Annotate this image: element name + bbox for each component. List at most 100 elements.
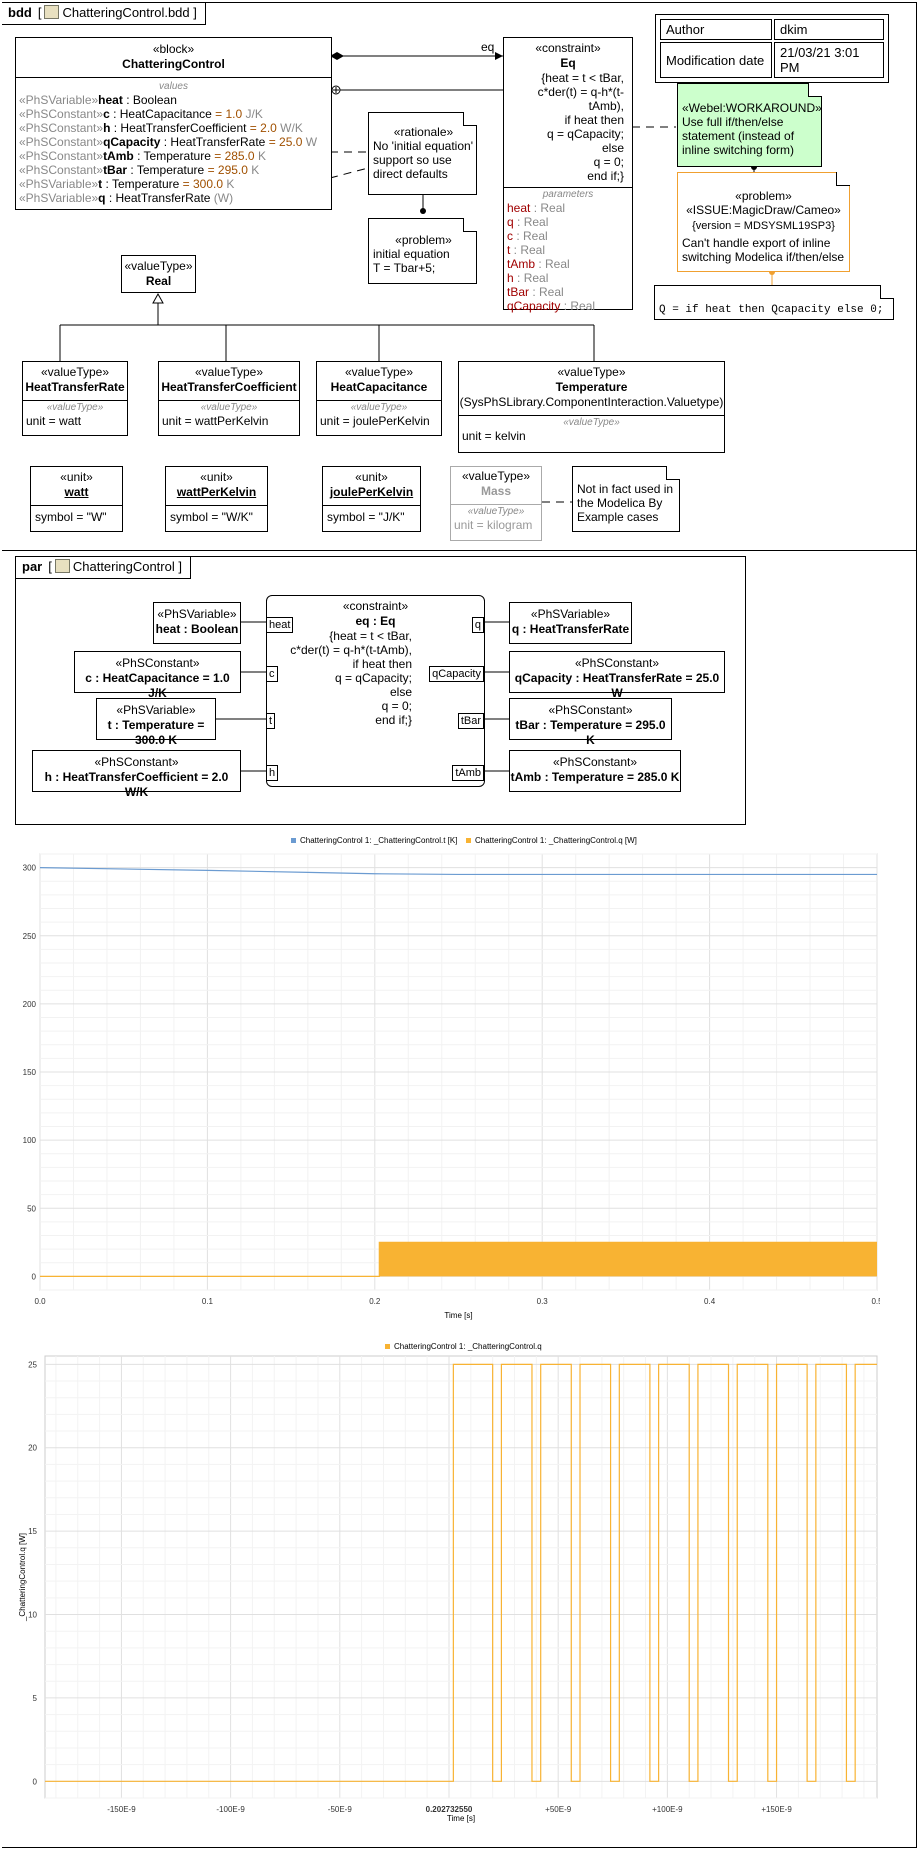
par-part-h[interactable]: «PhSConstant»h : HeatTransferCoefficient… <box>32 750 241 799</box>
par-part-heat[interactable]: «PhSVariable»heat : Boolean <box>153 602 241 644</box>
block-name: ChatteringControl <box>122 57 225 71</box>
problem2-issue: «ISSUE:MagicDraw/Cameo» <box>686 203 841 217</box>
legend: ChatteringControl 1: _ChatteringControl.… <box>291 836 637 845</box>
page-bottom-border <box>2 1847 917 1848</box>
par-part-label: q : HeatTransferRate <box>511 622 630 636</box>
bdd-tab: bdd[ChatteringControl.bdd ] <box>2 3 206 25</box>
note-line: No 'initial equation' <box>373 139 473 153</box>
par-diagram-icon <box>54 559 70 573</box>
unit-name: watt <box>64 485 89 499</box>
valuetype-stereotype: «valueType» <box>40 365 110 379</box>
constraint-stereotype: «constraint» <box>535 41 601 55</box>
y-tick-label: 100 <box>23 1136 37 1145</box>
workaround-stereotype: «Webel:WORKAROUND» <box>682 101 822 115</box>
value-unit: W <box>302 135 318 149</box>
value-unit: W/K <box>276 121 303 135</box>
note-line: Use full if/then/else <box>682 115 784 129</box>
par-body-line: if heat then <box>352 657 412 671</box>
valuetype-mass[interactable]: «valueType» Mass «valueType» unit = kilo… <box>450 466 542 541</box>
par-part-label: h : HeatTransferCoefficient = 2.0 W/K <box>44 770 229 799</box>
real-name: Real <box>145 274 172 288</box>
par-part-tAmb[interactable]: «PhSConstant»tAmb : Temperature = 285.0 … <box>509 750 681 792</box>
x-tick-label: 0.202732550 <box>426 1805 473 1814</box>
q-series-fill <box>379 1242 877 1277</box>
problem2-version: {version = MDSYSML19SP3} <box>692 220 835 232</box>
workaround-note[interactable]: «Webel:WORKAROUND» Use full if/then/else… <box>677 83 822 167</box>
valuetype-compartment: «valueType» <box>350 402 408 413</box>
port-t[interactable]: t <box>266 713 276 729</box>
constraint-body-line: q = qCapacity; <box>546 127 624 141</box>
constraint-body: {heat = t < tBar,c*der(t) = q-h*(t-tAmb)… <box>504 71 632 183</box>
par-title: ChatteringControl <box>72 559 175 574</box>
par-part-stereotype: «PhSConstant» <box>115 656 200 670</box>
port-q[interactable]: q <box>471 617 484 633</box>
info-value: 21/03/21 3:01 PM <box>774 42 884 78</box>
value-name: c <box>103 107 110 121</box>
par-part-c[interactable]: «PhSConstant»c : HeatCapacitance = 1.0 J… <box>74 651 241 700</box>
par-constraint-stereotype: «constraint» <box>342 599 409 613</box>
par-part-tBar[interactable]: «PhSConstant»tBar : Temperature = 295.0 … <box>509 698 672 747</box>
port-c[interactable]: c <box>266 666 278 682</box>
mass-unit: unit = kilogram <box>454 518 533 532</box>
legend-label-q: ChatteringControl 1: _ChatteringControl.… <box>475 836 637 845</box>
port-tBar[interactable]: tBar <box>457 713 484 729</box>
parameter-name: heat <box>507 201 531 215</box>
value-row: «PhSConstant»c : HeatCapacitance = 1.0 J… <box>19 107 331 121</box>
valuetype-unit: unit = kelvin <box>462 429 526 443</box>
par-body-line: q = 0; <box>381 699 412 713</box>
block-chatteringcontrol[interactable]: «block» ChatteringControl values «PhSVar… <box>15 37 332 210</box>
par-part-label: heat : Boolean <box>155 622 239 636</box>
parameter-type: : Real <box>535 257 570 271</box>
constraint-eq-block[interactable]: «constraint» Eq {heat = t < tBar,c*der(t… <box>503 37 633 313</box>
problem-note-issue[interactable]: «problem» «ISSUE:MagicDraw/Cameo» {versi… <box>677 172 850 272</box>
value-stereotype: «PhSConstant» <box>19 121 104 135</box>
value-row: «PhSVariable»heat : Boolean <box>19 93 331 107</box>
y-tick-label: 50 <box>27 1204 36 1213</box>
port-heat[interactable]: heat <box>266 617 294 633</box>
par-part-stereotype: «PhSConstant» <box>552 755 638 769</box>
par-body-line: end if;} <box>375 713 412 727</box>
port-tAmb[interactable]: tAmb <box>452 765 484 781</box>
values-compartment-label: values <box>159 81 188 92</box>
valuetype-stereotype: «valueType» <box>194 365 264 379</box>
par-part-t[interactable]: «PhSVariable»t : Temperature = 300.0 K <box>96 698 216 747</box>
parameter-name: qCapacity <box>507 299 561 313</box>
info-key: Modification date <box>660 42 772 78</box>
rationale-note[interactable]: «rationale» No 'initial equation'support… <box>368 112 477 195</box>
valuetype-name: Temperature <box>555 380 628 394</box>
y-tick-label: 250 <box>23 932 37 941</box>
valuetype-real[interactable]: «valueType» Real <box>121 255 196 293</box>
x-tick-label: 0.2 <box>369 1297 381 1306</box>
real-stereotype: «valueType» <box>124 259 193 273</box>
value-stereotype: «PhSConstant» <box>19 107 104 121</box>
valuetype-heattransfercoefficient[interactable]: «valueType»HeatTransferCoefficient«value… <box>158 361 300 436</box>
parameter-type: : Real <box>560 299 596 313</box>
code-note[interactable]: Q = if heat then Qcapacity else 0; <box>654 285 894 320</box>
valuetype-heatcapacitance[interactable]: «valueType»HeatCapacitance«valueType»uni… <box>316 361 442 436</box>
valuetype-qualified: (SysPhSLibrary.ComponentInteraction.Valu… <box>459 395 724 409</box>
par-constraint-eq[interactable]: «constraint» eq : Eq {heat = t < tBar,c*… <box>266 595 485 787</box>
par-part-q[interactable]: «PhSVariable»q : HeatTransferRate <box>509 602 632 644</box>
value-unit: J/K <box>242 107 263 121</box>
port-qCapacity[interactable]: qCapacity <box>429 666 484 682</box>
par-body-line: {heat = t < tBar, <box>329 629 412 643</box>
valuetype-temperature[interactable]: «valueType»Temperature(SysPhSLibrary.Com… <box>458 361 725 453</box>
par-part-qCapacity[interactable]: «PhSConstant»qCapacity : HeatTransferRat… <box>509 651 725 700</box>
legend-swatch-q <box>385 1344 390 1349</box>
port-h[interactable]: h <box>266 765 279 781</box>
parameter-row: h : Real <box>507 271 632 285</box>
parameter-type: : Real <box>513 271 549 285</box>
valuetype-heattransferrate[interactable]: «valueType»HeatTransferRate«valueType»un… <box>22 361 128 436</box>
valuetype-unit: unit = watt <box>26 414 82 428</box>
legend-swatch-t <box>291 838 296 843</box>
parameter-row: q : Real <box>507 215 632 229</box>
